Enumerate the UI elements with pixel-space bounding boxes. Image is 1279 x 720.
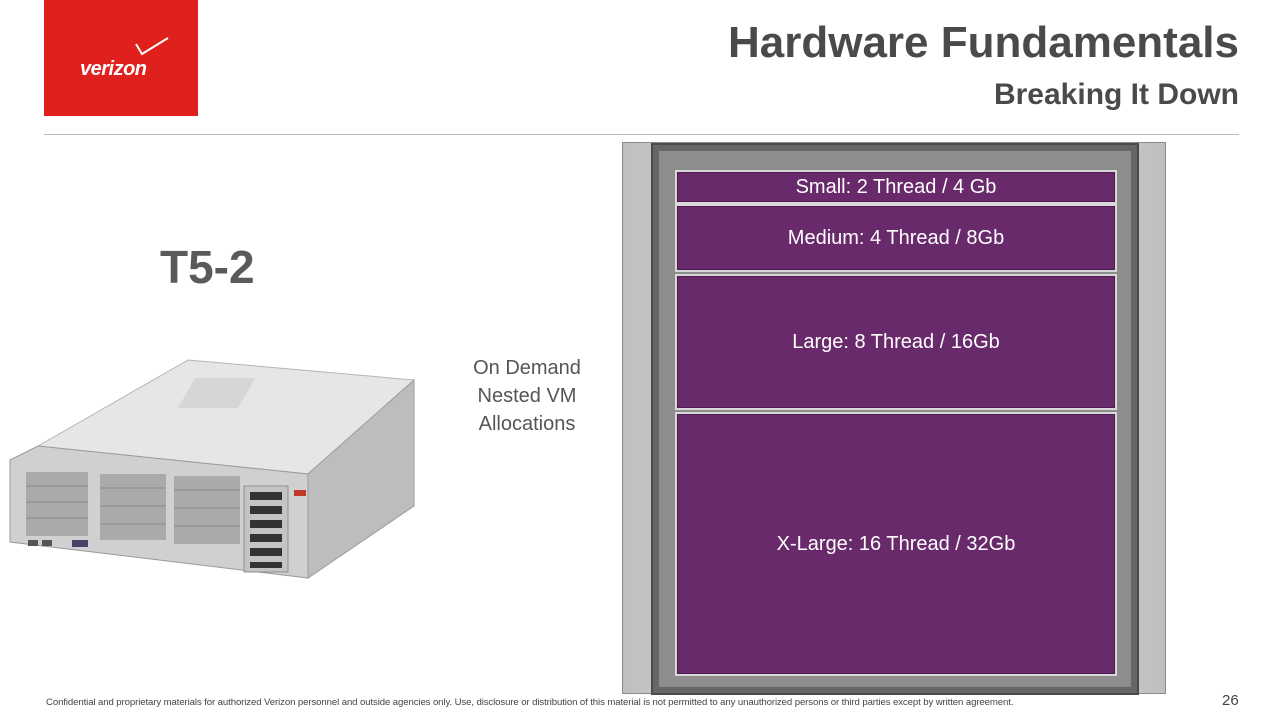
slide-subtitle: Breaking It Down bbox=[993, 78, 1239, 111]
slide-title: Hardware Fundamentals bbox=[727, 18, 1239, 67]
page-number: 26 bbox=[1222, 692, 1239, 709]
server-image bbox=[9, 359, 416, 579]
verizon-checkmark-icon bbox=[135, 37, 169, 56]
logo-wordmark: verizon bbox=[80, 58, 147, 80]
confidentiality-notice: Confidential and proprietary materials f… bbox=[46, 697, 1014, 708]
caption-line: Nested VM bbox=[477, 385, 577, 407]
title-divider bbox=[44, 134, 1239, 135]
allocation-medium: Medium: 4 Thread / 8Gb bbox=[675, 204, 1117, 272]
caption-line: Allocations bbox=[478, 413, 576, 435]
server-model-label: T5-2 bbox=[160, 241, 255, 293]
rack-bay: Small: 2 Thread / 4 Gb Medium: 4 Thread … bbox=[651, 143, 1139, 695]
caption-line: On Demand bbox=[473, 357, 581, 379]
allocation-caption: On Demand Nested VM Allocations bbox=[456, 354, 598, 438]
allocation-large: Large: 8 Thread / 16Gb bbox=[675, 274, 1117, 410]
allocation-xlarge: X-Large: 16 Thread / 32Gb bbox=[675, 412, 1117, 676]
verizon-logo: verizon bbox=[44, 0, 198, 116]
server-rack: Small: 2 Thread / 4 Gb Medium: 4 Thread … bbox=[622, 142, 1166, 695]
allocation-small: Small: 2 Thread / 4 Gb bbox=[675, 170, 1117, 204]
